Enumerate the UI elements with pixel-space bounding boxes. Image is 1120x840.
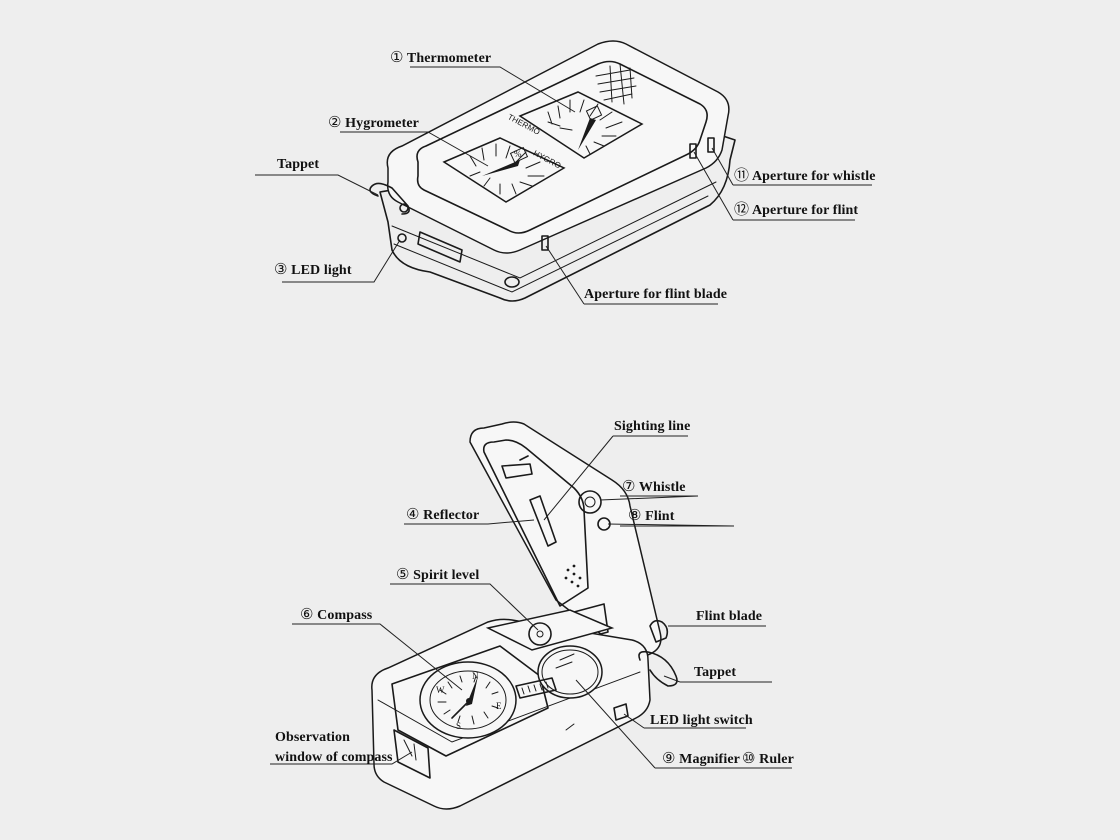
hygro-percent-mark: %: [514, 146, 522, 162]
label-led-light-number: ③: [274, 262, 288, 278]
label-aperture-whistle: ⑪ Aperture for whistle: [734, 168, 876, 185]
label-compass: ⑥ Compass: [300, 607, 372, 624]
label-hygrometer-text: Hygrometer: [345, 116, 419, 131]
tappet-hook-bottom: [638, 650, 678, 687]
label-thermometer: ① Thermometer: [390, 50, 491, 67]
ruler: [515, 677, 557, 699]
label-flint: ⑧ Flint: [628, 508, 674, 525]
label-aperture-whistle-text: Aperture for whistle: [751, 169, 876, 184]
label-thermometer-number: ①: [390, 50, 404, 66]
compass-mark-e-text: E: [496, 701, 502, 711]
label-tappet-bottom-text: Tappet: [694, 665, 737, 680]
spirit-level: [528, 622, 552, 646]
flint-aperture: [707, 137, 715, 153]
label-whistle-number: ⑦: [622, 479, 636, 495]
thermometer-needle: [578, 118, 596, 150]
label-thermometer-text: Thermometer: [406, 51, 492, 66]
led-light: [397, 233, 407, 243]
top-leader-lines: [255, 66, 872, 305]
label-reflector-text: Reflector: [423, 508, 480, 523]
label-observation-window-line2: window of compass: [275, 750, 393, 765]
label-ruler-text: Ruler: [759, 752, 794, 767]
compass-mark-n-text: N: [472, 671, 479, 681]
label-reflector: ④ Reflector: [406, 507, 479, 524]
label-spirit-level: ⑤ Spirit level: [396, 567, 479, 584]
label-magnifier-number: ⑨: [662, 751, 676, 767]
label-led-light-switch-text: LED light switch: [650, 713, 753, 728]
open-device-lid: [469, 421, 662, 661]
hygrometer-needle: [482, 160, 520, 176]
closed-device-seam-2: [393, 195, 709, 293]
closed-device-seam: [391, 181, 717, 279]
compass-mark-s: S: [456, 718, 461, 734]
label-magnifier-text: Magnifier: [679, 752, 740, 767]
closed-device-vent-hatch: [595, 63, 637, 105]
closed-device-foot: [504, 276, 520, 288]
label-aperture-flint-blade-text: Aperture for flint blade: [584, 287, 728, 302]
flint-blade-aperture: [541, 235, 549, 251]
label-compass-text: Compass: [317, 608, 373, 623]
lid-vent-dots: [564, 564, 582, 588]
label-aperture-whistle-number: ⑪: [734, 168, 750, 184]
compass-mark-w: W: [436, 682, 445, 698]
label-magnifier: ⑨ Magnifier: [662, 751, 740, 768]
label-reflector-number: ④: [406, 507, 420, 523]
label-led-light-text: LED light: [291, 263, 352, 278]
label-sighting-line-text: Sighting line: [614, 419, 691, 434]
label-ruler: ⑩ Ruler: [742, 751, 794, 768]
hygro-percent-mark-text: %: [514, 149, 522, 159]
compass-mark-e: E: [496, 698, 502, 714]
flint-blade: [649, 619, 669, 643]
label-hygrometer: ② Hygrometer: [328, 115, 419, 132]
sighting-line-slot: [529, 495, 557, 547]
observation-window: [393, 729, 431, 779]
closed-device-display-frame: [416, 60, 708, 234]
compass-mark-n: N: [472, 668, 479, 684]
compass-mark-w-text: W: [436, 685, 445, 695]
label-tappet-top: Tappet: [277, 157, 319, 173]
label-ruler-number: ⑩: [742, 751, 756, 767]
label-compass-number: ⑥: [300, 607, 314, 623]
compass-housing: [391, 645, 549, 757]
bottom-leader-lines: [270, 435, 792, 769]
label-tappet-bottom: Tappet: [694, 665, 736, 681]
label-aperture-flint-number: ⑫: [734, 202, 750, 218]
label-aperture-flint-blade: Aperture for flint blade: [584, 287, 727, 303]
closed-device-lid: [386, 40, 730, 254]
label-flint-number: ⑧: [628, 508, 642, 524]
compass-mark-s-text: S: [456, 721, 462, 731]
closed-device-hinge: [417, 231, 463, 263]
whistle: [578, 490, 602, 514]
label-observation-window: Observation window of compass: [275, 728, 393, 768]
label-spirit-level-text: Spirit level: [413, 568, 480, 583]
label-observation-window-line1: Observation: [275, 730, 350, 745]
magnifier: [537, 645, 603, 699]
label-tappet-top-text: Tappet: [277, 157, 320, 172]
led-light-switch: [613, 703, 629, 721]
hygrometer-dial: [442, 137, 566, 203]
label-spirit-level-number: ⑤: [396, 567, 410, 583]
label-hygrometer-number: ②: [328, 115, 342, 131]
label-whistle: ⑦ Whistle: [622, 479, 686, 496]
closed-device-drawing: [369, 40, 736, 302]
label-whistle-text: Whistle: [638, 480, 686, 495]
label-led-light: ③ LED light: [274, 262, 352, 279]
label-flint-blade-text: Flint blade: [696, 609, 763, 624]
whistle-aperture: [689, 143, 697, 159]
label-sighting-line: Sighting line: [614, 419, 690, 435]
label-aperture-flint: ⑫ Aperture for flint: [734, 202, 858, 219]
open-device-drawing: [371, 421, 678, 810]
label-aperture-flint-text: Aperture for flint: [751, 203, 859, 218]
label-flint-text: Flint: [645, 509, 675, 524]
reflector-plate: [482, 439, 589, 607]
thermometer-dial: [518, 91, 644, 159]
label-flint-blade: Flint blade: [696, 609, 762, 625]
label-led-light-switch: LED light switch: [650, 713, 753, 729]
